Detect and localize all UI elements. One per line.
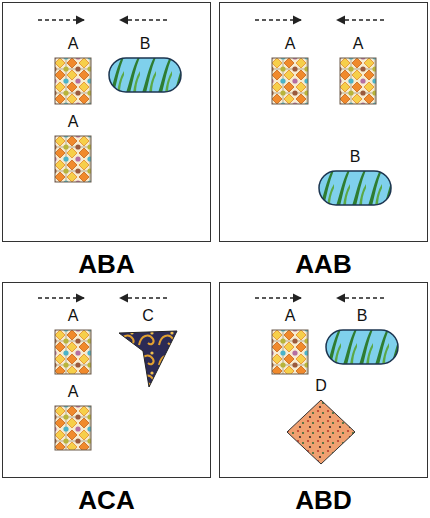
stimulus-picture — [286, 399, 356, 465]
stimulus-letter: A — [271, 307, 309, 325]
stimulus-picture — [271, 57, 309, 105]
stimulus-shape: A — [271, 35, 309, 105]
dashed-arrow — [120, 19, 167, 20]
dashed-arrow — [38, 19, 84, 20]
dashed-arrow — [38, 297, 84, 298]
sequence-caption: ABD — [220, 485, 427, 515]
stimulus-shape: A — [54, 35, 92, 105]
stimulus-picture — [339, 57, 377, 105]
stimulus-letter: B — [325, 307, 399, 325]
stimulus-picture — [108, 57, 182, 93]
stimulus-picture — [54, 135, 92, 183]
stimulus-letter: A — [54, 383, 92, 401]
stimulus-shape: A — [54, 307, 92, 375]
stimulus-shape: A — [271, 307, 309, 375]
stimulus-shape: A — [54, 113, 92, 183]
stimulus-letter: D — [286, 377, 356, 395]
stimulus-picture — [54, 405, 92, 451]
stimulus-shape: A — [339, 35, 377, 105]
stimulus-letter: B — [108, 35, 182, 53]
stimulus-shape: C — [117, 307, 179, 389]
stimulus-letter: A — [271, 35, 309, 53]
sequence-caption: AAB — [220, 249, 427, 279]
stimulus-shape: B — [325, 307, 399, 365]
stimulus-picture — [318, 170, 392, 206]
stimulus-letter: A — [54, 113, 92, 131]
stimulus-shape: A — [54, 383, 92, 451]
stimulus-letter: A — [54, 307, 92, 325]
condition-panel: AABAAB — [219, 2, 428, 242]
stimulus-picture — [54, 329, 92, 375]
dashed-arrow — [337, 297, 384, 298]
dashed-arrow — [120, 297, 167, 298]
stimulus-letter: B — [318, 148, 392, 166]
stimulus-shape: B — [318, 148, 392, 206]
dashed-arrow — [337, 19, 384, 20]
stimulus-shape: B — [108, 35, 182, 93]
stimulus-letter: A — [339, 35, 377, 53]
stimulus-shape: D — [286, 377, 356, 465]
stimulus-picture — [325, 329, 399, 365]
condition-panel: ACAACA — [2, 282, 211, 478]
stimulus-letter: C — [117, 307, 179, 325]
stimulus-picture — [117, 329, 179, 389]
condition-panel: ABDABD — [219, 282, 428, 478]
stimulus-picture — [54, 57, 92, 105]
sequence-caption: ACA — [3, 485, 210, 515]
sequence-caption: ABA — [3, 249, 210, 279]
stimulus-picture — [271, 329, 309, 375]
dashed-arrow — [255, 19, 301, 20]
condition-panel: ABAABA — [2, 2, 211, 242]
stimulus-letter: A — [54, 35, 92, 53]
dashed-arrow — [255, 297, 301, 298]
